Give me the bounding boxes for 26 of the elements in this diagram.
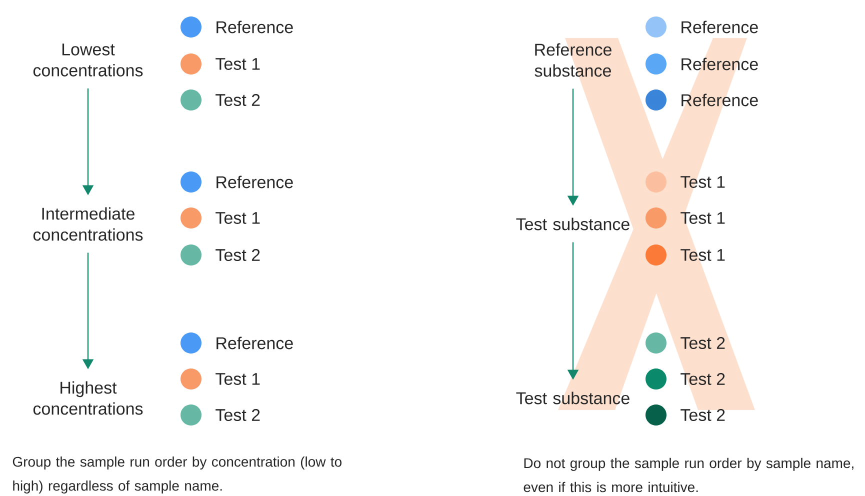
sample-name: Test 2	[680, 408, 725, 422]
step-label: Highest concentrations	[33, 381, 143, 415]
sample-name: Reference	[682, 20, 758, 34]
sample-name: Test 1	[216, 373, 260, 385]
step-label: Test substance	[516, 218, 630, 230]
sample-name: Reference	[216, 176, 293, 188]
sample-name: Test 1	[680, 249, 725, 261]
step-label: Lowest concentrations	[33, 44, 143, 76]
sample-name: Reference	[682, 94, 758, 106]
caption: Do not group the sample run order by sample name, even if this is more intuitive.	[524, 458, 854, 492]
step-label: Intermediate concentrations	[33, 207, 143, 241]
step-label: Test substance	[516, 392, 630, 404]
step-label: Reference substance	[534, 43, 612, 77]
sample-name: Reference	[216, 20, 293, 34]
sample-name: Test 2	[216, 408, 260, 422]
sample-name: Test 1	[680, 176, 725, 188]
caption: Group the sample run order by concentration (low to high) regardless of sample name.	[12, 456, 342, 494]
sample-name: Reference	[682, 58, 758, 70]
sample-name: Reference	[216, 336, 293, 350]
sample-name: Test 2	[216, 94, 260, 106]
sample-name: Test 1	[216, 58, 260, 70]
sample-name: Test 2	[216, 248, 260, 262]
sample-name: Test 2	[680, 336, 725, 350]
sample-name: Test 2	[680, 372, 725, 386]
sample-name: Test 1	[216, 212, 260, 224]
sample-name: Test 1	[680, 212, 725, 224]
